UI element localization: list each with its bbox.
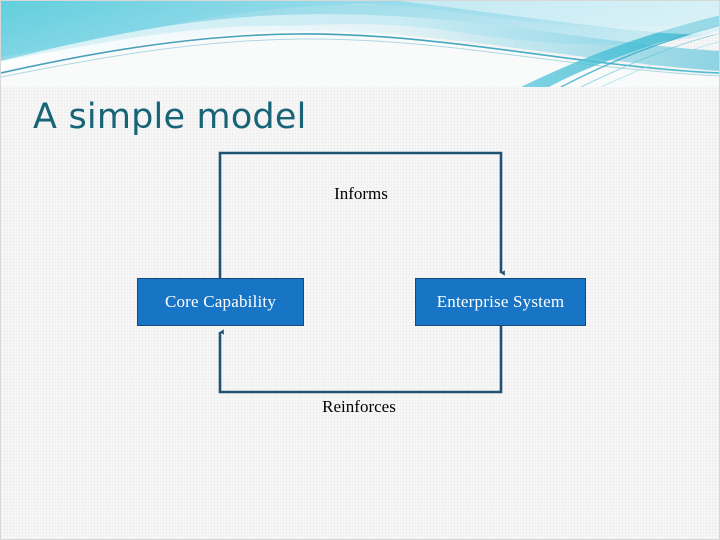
node-enterprise-system-label: Enterprise System [436,292,565,311]
connector-informs [218,151,505,278]
node-enterprise-system[interactable]: Enterprise System [415,278,586,326]
edge-label-informs: Informs [334,184,388,203]
decorative-wave-banner [1,1,719,87]
node-core-capability[interactable]: Core Capability [137,278,304,326]
node-core-capability-label: Core Capability [164,292,277,311]
edge-label-reinforces: Reinforces [322,397,396,416]
page-title: A simple model [33,97,307,137]
connector-reinforces [218,326,503,394]
